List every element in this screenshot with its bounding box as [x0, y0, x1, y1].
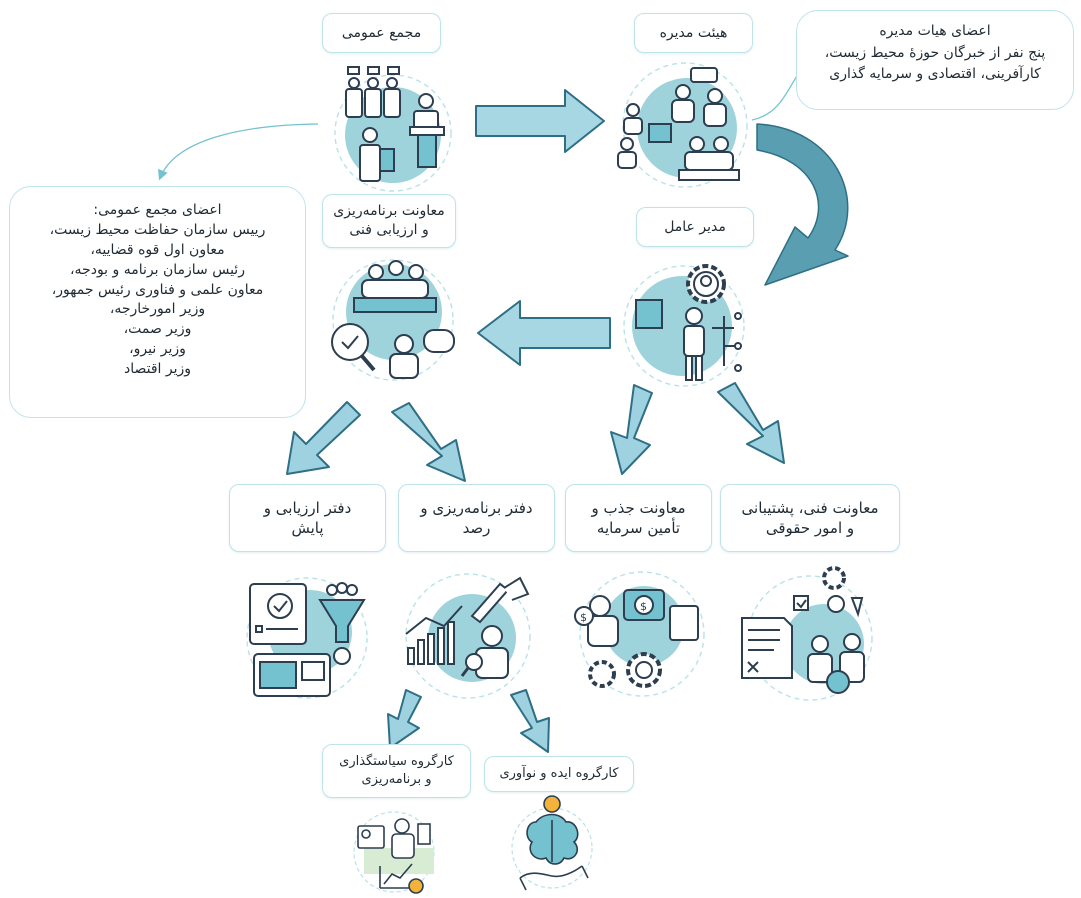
- investment-deputy-label: معاونت جذب و تأمین سرمایه: [565, 484, 712, 552]
- growth-chart-icon: [405, 573, 531, 699]
- board-members-line: پنج نفر از خبرگان حوزۀ محیط زیست،: [824, 44, 1046, 61]
- innovation-workgroup-label: کارگروه ایده و نوآوری: [484, 756, 634, 792]
- policy-workgroup-label: کارگروه سیاستگذاری و برنامه‌ریزی: [322, 744, 471, 798]
- board-label: هیئت مدیره: [634, 13, 753, 53]
- planning-deputy-text: معاونت برنامه‌ریزی و ارزیابی فنی: [333, 203, 445, 238]
- svg-text:$: $: [580, 611, 587, 624]
- assembly-member-item: رییس سازمان حفاظت محیط زیست،: [49, 221, 266, 238]
- planning-office-text: دفتر برنامه‌ریزی و رصد: [420, 498, 533, 537]
- people-meeting-icon: [334, 66, 452, 192]
- ceo-text: مدیر عامل: [664, 218, 726, 235]
- technical-deputy-text: معاونت فنی، پشتیبانی و امور حقوقی: [741, 498, 879, 537]
- connector-assembly-members: [158, 123, 319, 181]
- manager-gears-icon: [623, 264, 745, 387]
- arrow-to-planning-office: [391, 402, 466, 482]
- investment-icon: $ $: [574, 571, 705, 697]
- assembly-member-item: رئیس سازمان برنامه و بودجه،: [70, 261, 245, 278]
- ceo-label: مدیر عامل: [636, 207, 754, 247]
- arrow-to-technical: [717, 382, 785, 464]
- evaluation-office-label: دفتر ارزیابی و پایش: [229, 484, 386, 552]
- arrow-to-policy-workgroup: [387, 689, 422, 749]
- assembly-member-item: معاون علمی و فناوری رئیس جمهور،: [51, 281, 264, 298]
- policy-presentation-icon: [353, 811, 435, 894]
- board-meeting-icon: [617, 62, 748, 188]
- policy-workgroup-text: کارگروه سیاستگذاری و برنامه‌ریزی: [339, 754, 454, 787]
- evaluation-office-text: دفتر ارزیابی و پایش: [263, 498, 352, 537]
- assembly-member-item: وزیر نیرو،: [129, 341, 186, 358]
- innovation-workgroup-text: کارگروه ایده و نوآوری: [499, 766, 619, 782]
- assembly-members-title: اعضای مجمع عمومی:: [93, 202, 222, 218]
- svg-text:$: $: [640, 600, 647, 613]
- board-members-title: اعضای هیات مدیره: [879, 23, 991, 39]
- brain-idea-icon: [511, 795, 593, 891]
- assembly-member-item: وزیر اقتصاد: [123, 361, 192, 377]
- arrow-to-evaluation-office: [286, 401, 361, 475]
- assembly-members-box: اعضای مجمع عمومی: رییس سازمان حفاظت محیط…: [9, 186, 306, 418]
- general-assembly-label: مجمع عمومی: [322, 13, 441, 53]
- arrow-assembly-to-board: [475, 89, 605, 153]
- board-members-box: اعضای هیات مدیره پنج نفر از خبرگان حوزۀ …: [796, 10, 1074, 110]
- planning-deputy-label: معاونت برنامه‌ریزی و ارزیابی فنی: [322, 194, 456, 248]
- technical-deputy-label: معاونت فنی، پشتیبانی و امور حقوقی: [720, 484, 900, 552]
- general-assembly-text: مجمع عمومی: [341, 24, 422, 41]
- board-text: هیئت مدیره: [659, 24, 728, 41]
- legal-contract-icon: [741, 566, 873, 701]
- arrow-to-innovation-workgroup: [510, 689, 550, 753]
- checklist-funnel-icon: [246, 577, 368, 699]
- assembly-member-item: وزیر صمت،: [123, 321, 192, 338]
- team-evaluation-icon: [331, 259, 455, 381]
- board-members-line: کارآفرینی، اقتصادی و سرمایه گذاری: [829, 66, 1041, 83]
- arrow-to-investment: [610, 384, 653, 475]
- assembly-member-item: وزیر امورخارجه،: [109, 301, 206, 318]
- assembly-member-item: معاون اول قوه قضاییه،: [90, 241, 225, 258]
- arrow-ceo-to-planning: [477, 300, 611, 366]
- investment-deputy-text: معاونت جذب و تأمین سرمایه: [591, 498, 686, 537]
- arrow-board-to-ceo: [756, 123, 849, 286]
- planning-office-label: دفتر برنامه‌ریزی و رصد: [398, 484, 555, 552]
